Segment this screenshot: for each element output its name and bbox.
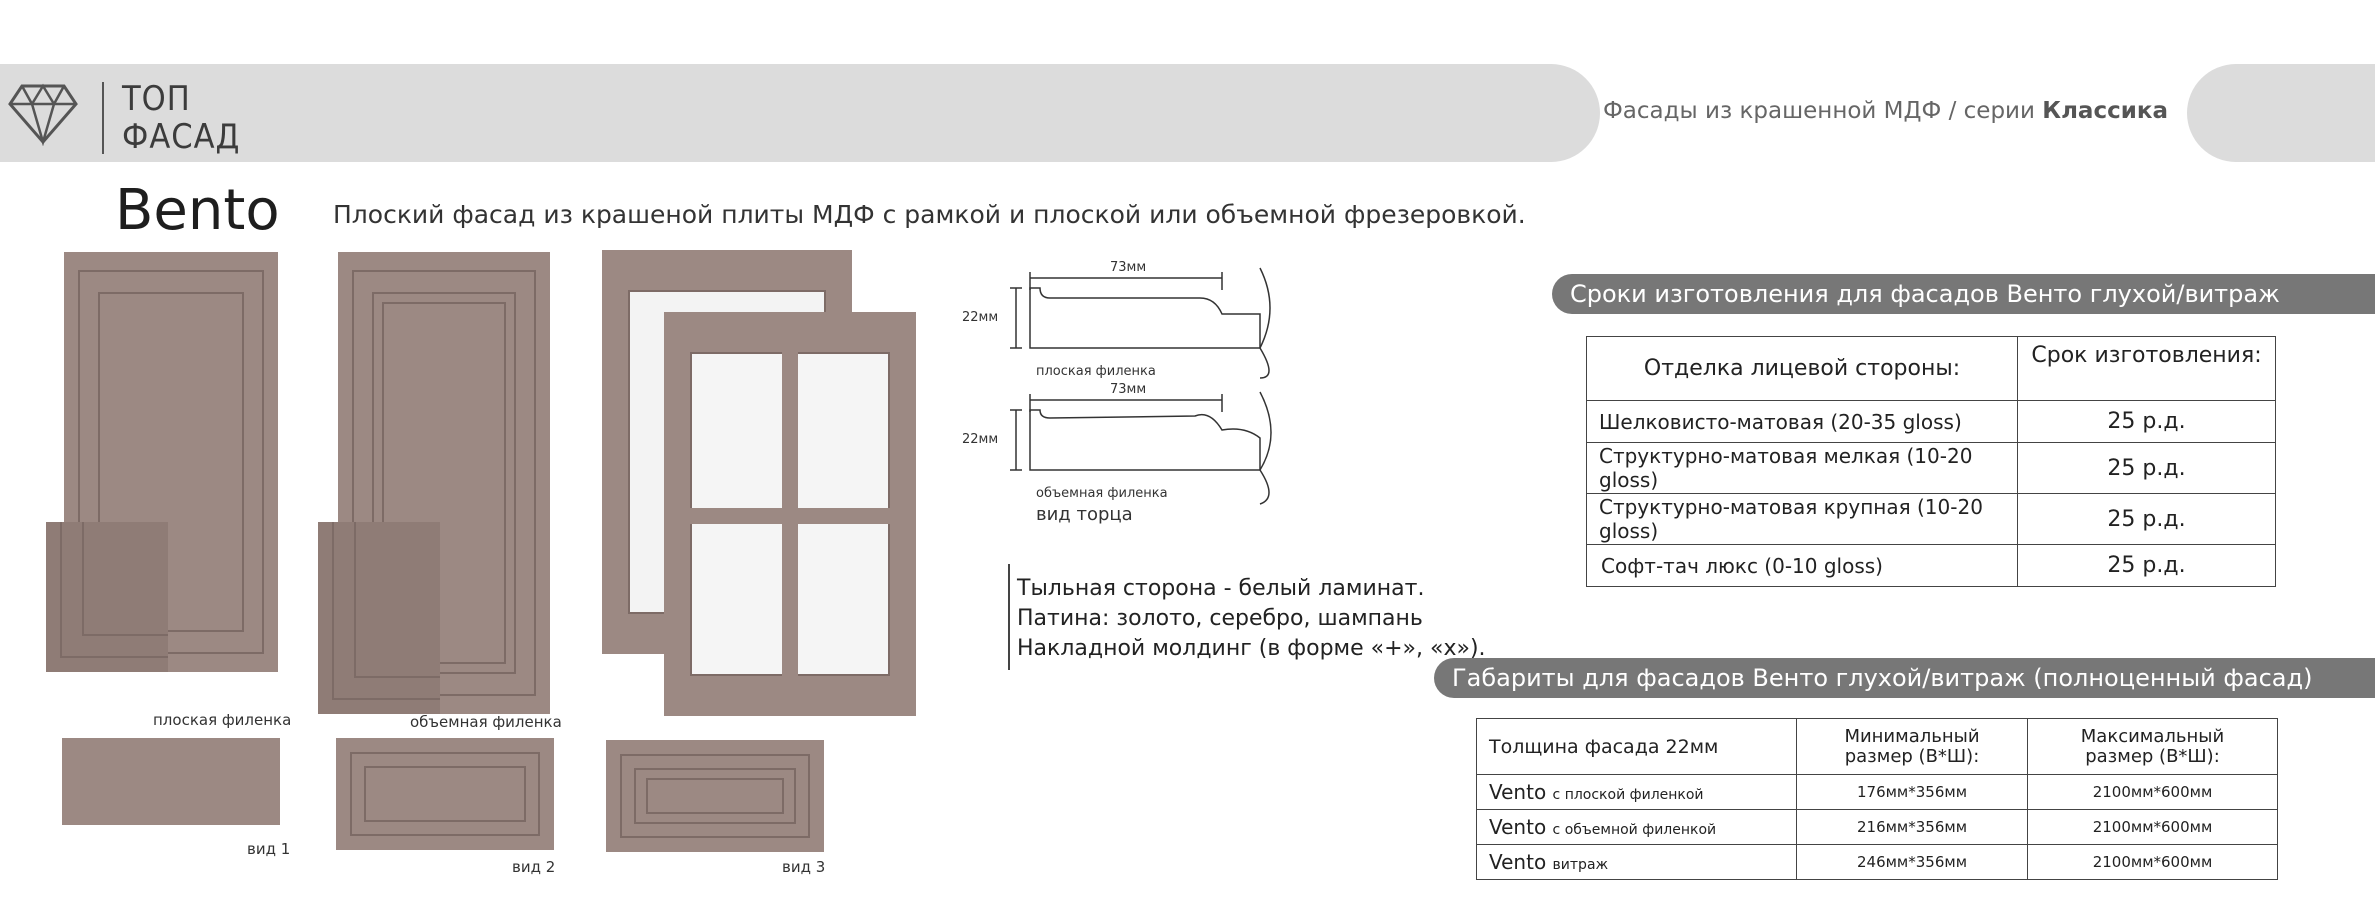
terms-finish: Шелковисто-матовая (20-35 gloss) [1586, 400, 2018, 443]
view2-sample [336, 738, 554, 850]
product-title: Вento [115, 178, 280, 243]
caption-view1: вид 1 [247, 840, 291, 858]
dims-product-name: Vento [1489, 850, 1547, 874]
dims-col3-line2: размер (В*Ш): [2085, 745, 2220, 767]
notes-bracket [1008, 564, 1016, 670]
dims-min: 246мм*356мм [1796, 844, 2028, 880]
note-molding: Накладной молдинг (в форме «+», «х»). [1017, 636, 1486, 661]
logo-text: ТОП ФАСАД [122, 80, 240, 156]
dims-product: Vento с объемной филенкой [1476, 809, 1797, 845]
dims-min: 216мм*356мм [1796, 809, 2028, 845]
dims-max: 2100мм*600мм [2027, 809, 2278, 845]
dims-product-name: Vento [1489, 780, 1547, 804]
caption-view2: вид 2 [512, 858, 556, 876]
dims-col2-header: Минимальный размер (В*Ш): [1796, 718, 2028, 775]
dims-product-name: Vento [1489, 815, 1547, 839]
profile-flat-label: плоская филенка [1036, 364, 1156, 379]
dims-banner: Габариты для фасадов Венто глухой/витраж… [1434, 658, 2375, 698]
logo-line1: ТОП [122, 79, 191, 119]
terms-table: Отделка лицевой стороны: Срок изготовлен… [1586, 336, 2276, 587]
view3-sample [606, 740, 824, 852]
caption-flat-panel: плоская филенка [153, 711, 292, 729]
table-row: Vento с плоской филенкой 176мм*356мм 210… [1476, 774, 2278, 810]
table-row: Софт-тач люкс (0-10 gloss) 25 р.д. [1586, 544, 2276, 587]
terms-term: 25 р.д. [2017, 400, 2276, 443]
door-glass-front [664, 312, 916, 716]
header-bar [0, 64, 1600, 162]
dims-product-variant: витраж [1552, 857, 1609, 873]
terms-term: 25 р.д. [2017, 493, 2276, 545]
caption-view3: вид 3 [782, 858, 826, 876]
series-prefix: Фасады из крашенной МДФ / серии [1603, 98, 2043, 124]
dims-product: Vento витраж [1476, 844, 1797, 880]
dims-max: 2100мм*600мм [2027, 844, 2278, 880]
dims-col2-line2: размер (В*Ш): [1844, 745, 1980, 767]
dims-product-variant: с объемной филенкой [1552, 822, 1717, 838]
dims-max: 2100мм*600мм [2027, 774, 2278, 810]
table-row: Шелковисто-матовая (20-35 gloss) 25 р.д. [1586, 400, 2276, 443]
profile2-width: 73мм [1110, 382, 1147, 397]
table-row: Vento витраж 246мм*356мм 2100мм*600мм [1476, 844, 2278, 880]
diamond-logo-icon [8, 83, 78, 146]
door-volume-corner-sample [318, 522, 440, 714]
dims-col1-header: Толщина фасада 22мм [1476, 718, 1797, 775]
logo-divider [102, 82, 104, 154]
terms-col2-header: Срок изготовления: [2017, 336, 2276, 401]
series-name: Классика [2042, 98, 2168, 124]
terms-term: 25 р.д. [2017, 544, 2276, 587]
series-title: Фасады из крашенной МДФ / серии Классика [1603, 98, 2168, 124]
profile1-width: 73мм [1110, 260, 1147, 275]
profile1-height: 22мм [962, 310, 999, 325]
terms-finish: Софт-тач люкс (0-10 gloss) [1586, 544, 2018, 587]
caption-volume-panel: объемная филенка [410, 713, 562, 731]
dims-col3-line1: Максимальный [2080, 725, 2225, 747]
table-row: Структурно-матовая мелкая (10-20 gloss) … [1586, 442, 2276, 494]
dims-table: Толщина фасада 22мм Минимальный размер (… [1476, 718, 2278, 880]
view1-sample [62, 738, 280, 825]
profile-drawings [1010, 267, 1272, 505]
header-bar-right [2187, 64, 2375, 162]
note-back-side: Тыльная сторона - белый ламинат. [1017, 576, 1425, 601]
terms-finish: Структурно-матовая крупная (10-20 gloss) [1586, 493, 2018, 545]
door-flat-corner-sample [46, 522, 168, 672]
dims-col2-line1: Минимальный [1844, 725, 1980, 747]
table-row: Структурно-матовая крупная (10-20 gloss)… [1586, 493, 2276, 545]
table-row: Vento с объемной филенкой 216мм*356мм 21… [1476, 809, 2278, 845]
dims-min: 176мм*356мм [1796, 774, 2028, 810]
profile-view-label: вид торца [1036, 504, 1133, 525]
profile-volume-label: объемная филенка [1036, 486, 1168, 501]
terms-col1-header: Отделка лицевой стороны: [1586, 336, 2018, 401]
dims-product-variant: с плоской филенкой [1552, 787, 1704, 803]
terms-banner: Сроки изготовления для фасадов Венто глу… [1552, 274, 2375, 314]
dims-col3-header: Максимальный размер (В*Ш): [2027, 718, 2278, 775]
terms-finish: Структурно-матовая мелкая (10-20 gloss) [1586, 442, 2018, 494]
door-volume-panel [338, 252, 550, 714]
profile2-height: 22мм [962, 432, 999, 447]
logo-line2: ФАСАД [122, 117, 241, 157]
product-description: Плоский фасад из крашеной плиты МДФ с ра… [333, 200, 1526, 229]
dims-product: Vento с плоской филенкой [1476, 774, 1797, 810]
terms-term: 25 р.д. [2017, 442, 2276, 494]
note-patina: Патина: золото, серебро, шампань [1017, 606, 1423, 631]
